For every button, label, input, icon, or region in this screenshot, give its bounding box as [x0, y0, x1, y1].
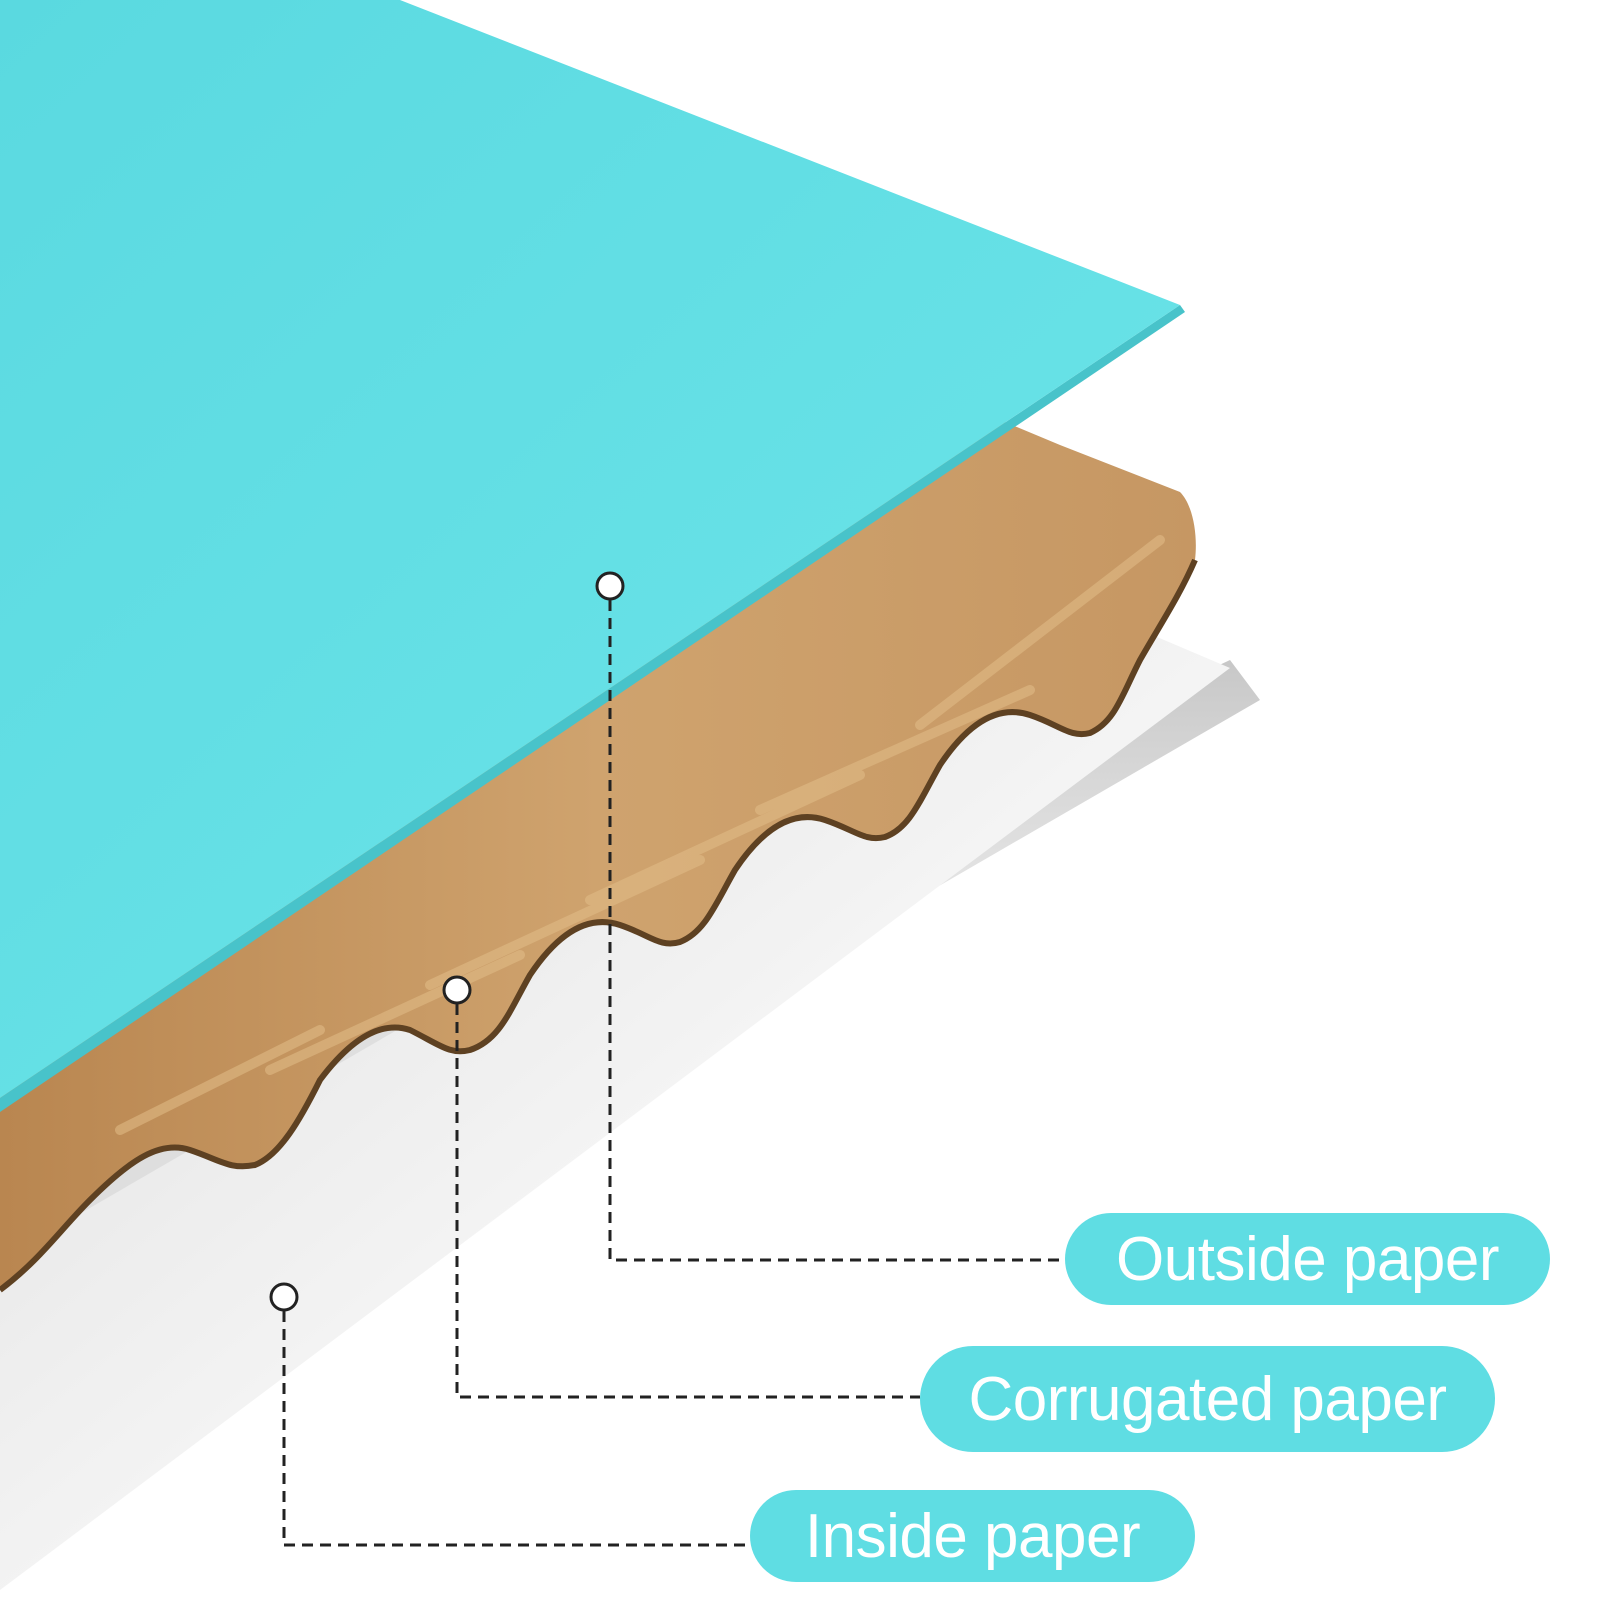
- outside-paper-edge: [0, 305, 1185, 1112]
- leader-lines: [282, 600, 1065, 1547]
- corrugated-body: [0, 420, 1196, 1290]
- inside-paper-layer: [0, 600, 1230, 1590]
- leader-line-inside: [282, 1311, 750, 1547]
- inside-paper-label-text: Inside paper: [804, 1501, 1141, 1571]
- corrugated-paper-label: Corrugated paper: [920, 1346, 1495, 1452]
- leader-line-outside: [608, 600, 1065, 1262]
- outside-paper-label: Outside paper: [1065, 1213, 1550, 1305]
- corrugated-flute-shadows: [0, 558, 1198, 1293]
- corrugated-paper-layer: [0, 420, 1198, 1293]
- inside-paper-marker-icon: [269, 1282, 299, 1312]
- inside-paper-label: Inside paper: [750, 1490, 1195, 1582]
- outside-paper-layer: [0, 0, 1180, 1098]
- leader-line-corrugated: [455, 1004, 920, 1399]
- corrugated-paper-label-text: Corrugated paper: [968, 1364, 1447, 1434]
- outside-paper-marker-icon: [595, 571, 625, 601]
- corrugated-paper-marker-icon: [442, 975, 472, 1005]
- corrugated-ridges: [115, 535, 1165, 1135]
- outside-paper-label-text: Outside paper: [1116, 1224, 1499, 1294]
